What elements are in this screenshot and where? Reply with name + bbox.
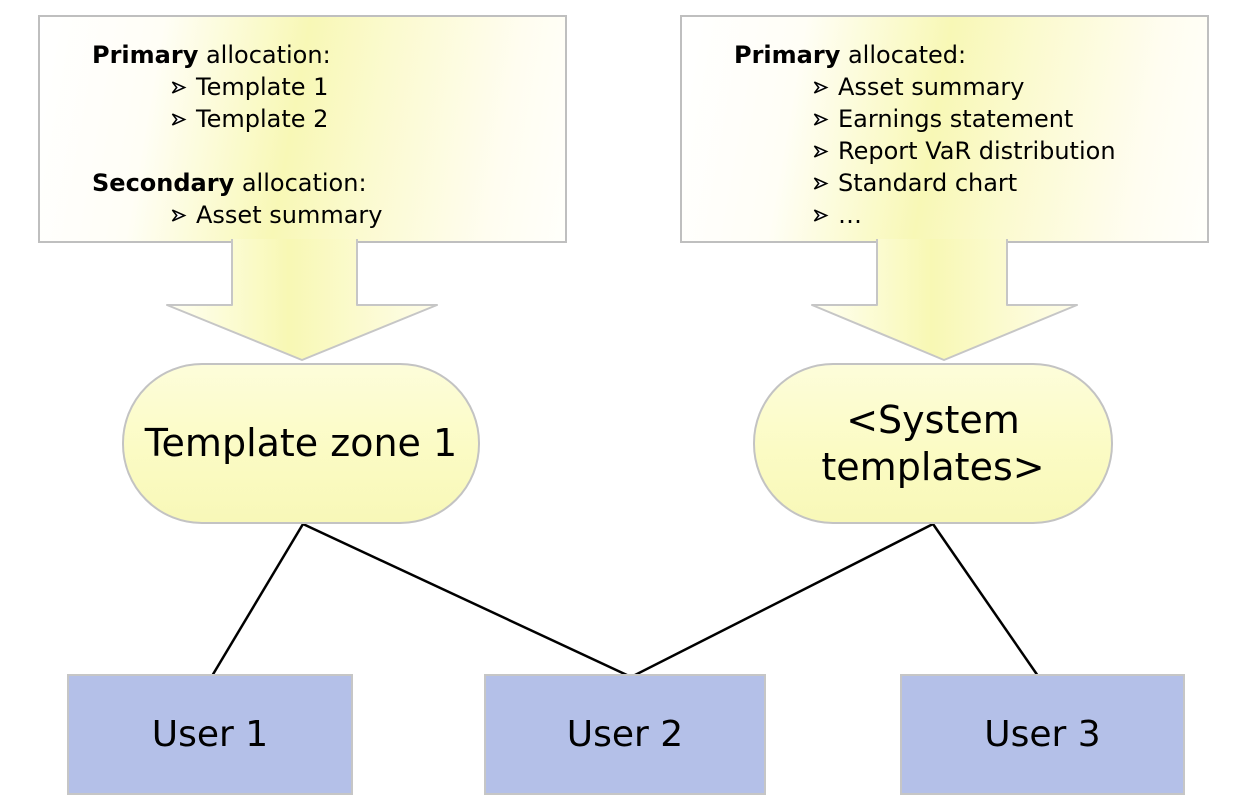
arrowhead-bullet-shape xyxy=(171,112,187,126)
list-item-label: … xyxy=(838,201,862,229)
template-zone-label: Template zone 1 xyxy=(144,421,458,466)
arrowhead-bullet-icon xyxy=(171,80,187,94)
connector-line-templatezone-user2 xyxy=(302,522,630,678)
callout-right: Primary allocated: Asset summary Earning… xyxy=(680,15,1209,243)
user-box-2: User 2 xyxy=(484,674,766,795)
user-3-label: User 3 xyxy=(984,714,1101,755)
list-item: Earnings statement xyxy=(734,103,1197,135)
callout-left-heading-secondary: Secondary allocation: xyxy=(92,167,555,199)
list-item-label: Earnings statement xyxy=(838,105,1074,133)
arrowhead-bullet-shape xyxy=(813,208,829,222)
arrowhead-bullet-icon xyxy=(171,208,187,222)
connector-line-systemtemplates-user2 xyxy=(632,522,934,678)
arrowhead-bullet-shape xyxy=(813,112,829,126)
list-item-label: Template 2 xyxy=(196,105,329,133)
arrowhead-bullet-shape xyxy=(171,80,187,94)
list-item: Template 1 xyxy=(92,71,555,103)
system-templates-label: <System templates> xyxy=(821,398,1045,489)
list-item-label: Template 1 xyxy=(196,73,329,101)
arrowhead-bullet-icon xyxy=(171,112,187,126)
user-2-label: User 2 xyxy=(566,714,684,755)
list-item: Asset summary xyxy=(92,199,555,231)
user-box-1: User 1 xyxy=(67,674,353,795)
user-box-3: User 3 xyxy=(900,674,1185,795)
connector-line-templatezone-user1 xyxy=(210,523,305,677)
list-item-label: Asset summary xyxy=(838,73,1025,101)
arrowhead-bullet-icon xyxy=(813,144,829,158)
block-down-arrow-left xyxy=(166,239,438,361)
list-item: Asset summary xyxy=(734,71,1197,103)
template-zone-node: Template zone 1 xyxy=(122,363,480,524)
connector-line-systemtemplates-user3 xyxy=(931,523,1040,677)
heading-bold-word: Secondary xyxy=(92,169,235,197)
list-item: Standard chart xyxy=(734,167,1197,199)
callout-right-heading-primary: Primary allocated: xyxy=(734,39,1197,71)
list-item: … xyxy=(734,199,1197,231)
arrowhead-bullet-icon xyxy=(813,112,829,126)
list-item: Report VaR distribution xyxy=(734,135,1197,167)
block-down-arrow-right xyxy=(811,239,1078,361)
heading-rest: allocation: xyxy=(234,169,367,197)
user-1-label: User 1 xyxy=(151,714,269,755)
heading-bold-word: Primary xyxy=(92,41,199,69)
system-templates-node: <System templates> xyxy=(753,363,1113,524)
arrowhead-bullet-icon xyxy=(813,80,829,94)
arrowhead-bullet-shape xyxy=(813,80,829,94)
list-item: Template 2 xyxy=(92,103,555,135)
heading-rest: allocation: xyxy=(198,41,331,69)
arrowhead-bullet-icon xyxy=(813,208,829,222)
arrowhead-bullet-shape xyxy=(171,208,187,222)
arrowhead-bullet-shape xyxy=(813,176,829,190)
arrowhead-bullet-icon xyxy=(813,176,829,190)
heading-rest: allocated: xyxy=(840,41,967,69)
arrowhead-bullet-shape xyxy=(813,144,829,158)
callout-left-heading-primary: Primary allocation: xyxy=(92,39,555,71)
list-item-label: Asset summary xyxy=(196,201,383,229)
heading-bold-word: Primary xyxy=(734,41,841,69)
list-item-label: Standard chart xyxy=(838,169,1018,197)
list-item-label: Report VaR distribution xyxy=(838,137,1116,165)
callout-left: Primary allocation: Template 1 Template … xyxy=(38,15,567,243)
